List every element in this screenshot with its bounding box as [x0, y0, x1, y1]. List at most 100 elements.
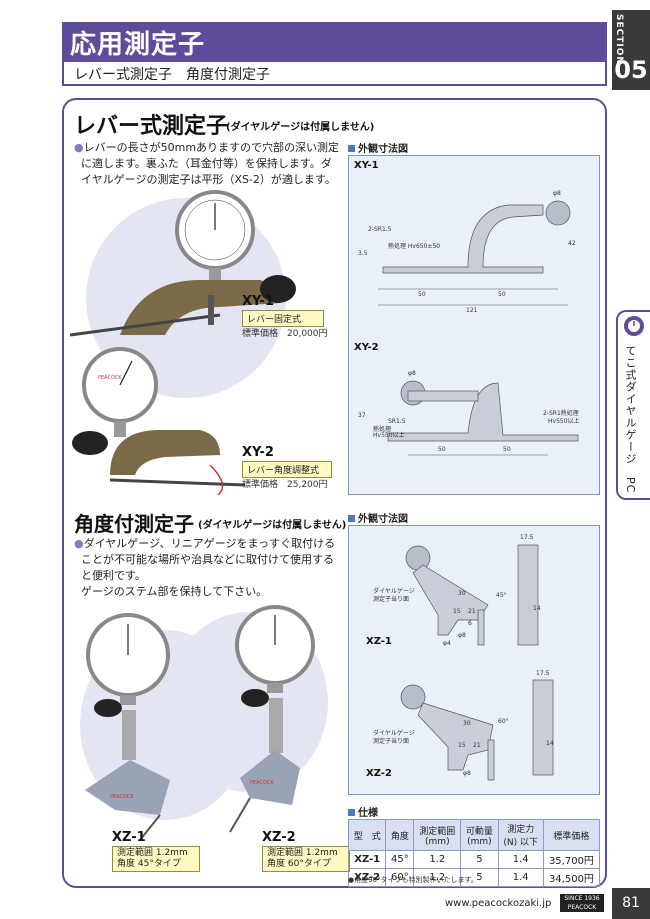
lever-technical-drawing: 50 50 121 42 3.5 φ8 2-SR1.5 熱処理 Hv650±50…	[358, 190, 580, 456]
angle-desc-line: ダイヤルゲージ、リニアゲージをまっすぐ取付ける	[83, 537, 336, 550]
model-name-xz1: XZ-1	[112, 830, 146, 845]
section-tab	[612, 10, 650, 90]
col-range: 測定範囲 (mm)	[413, 819, 462, 851]
col-angle: 角度	[385, 819, 415, 851]
cell: 1.2	[413, 850, 462, 869]
subtitle-bar	[62, 62, 607, 86]
dim-xy1-50a: 50	[418, 291, 426, 298]
spec-heading: 仕様	[348, 804, 378, 819]
page-title: 応用測定子	[70, 30, 206, 60]
price-xy2: 標準価格 25,200円	[242, 480, 328, 490]
note-xy2-hv: Hv550以上	[373, 431, 405, 439]
dim-xy1-d8: φ8	[553, 190, 561, 197]
dim-xz2-30: 30	[463, 720, 471, 727]
angle-description: ●ダイヤルゲージ、リニアゲージをまっすぐ取付ける ことが不可能な場所や治具などに…	[74, 536, 344, 600]
table-row: XZ-2 60° 1.2 5 1.4 34,500円	[347, 868, 601, 887]
note-xy2-heat: 熱処理	[373, 425, 391, 433]
dim-xz1-14: 14	[533, 605, 541, 612]
note-xy2-sr: SR1.5	[388, 418, 406, 425]
cell: 35,700円	[542, 850, 601, 869]
xz2-contact-label: 測定子当り面	[373, 737, 409, 745]
col-price: 標準価格	[542, 819, 601, 851]
angle-diagram-heading: 外観寸法図	[348, 510, 408, 525]
dim-xz1-15: 15	[453, 608, 461, 615]
cell: 1.4	[497, 850, 544, 869]
dim-xy2-50b: 50	[503, 446, 511, 453]
dim-xy1-121: 121	[466, 307, 478, 314]
lever-description: ●レバーの長さが50mmありますので穴部の深い測定 に適します。裏ふた（耳金付等…	[74, 140, 344, 188]
lever-product-photo: PEACOCK	[70, 190, 296, 495]
lever-heading: レバー式測定子	[74, 114, 229, 139]
dim-xz2-15: 15	[458, 742, 466, 749]
lever-desc-line: に適します。裏ふた（耳金付等）を保持します。ダ	[81, 157, 332, 170]
cell: 1.2	[413, 868, 462, 887]
angle-product-photo: PEACOCK PEACOCK	[85, 605, 315, 840]
dim-xy1-42: 42	[568, 240, 576, 247]
dim-xz2-60: 60°	[498, 718, 509, 725]
col-model: 型 式	[347, 819, 387, 851]
cell: XZ-2	[347, 868, 387, 887]
diagram-label-xz2: XZ-2	[366, 768, 392, 779]
xz2-gauge-label: ダイヤルゲージ	[373, 729, 415, 737]
diagram-label-xy2: XY-2	[354, 342, 379, 353]
xz1-contact-label: 測定子当り面	[373, 595, 409, 603]
diagram-label-xy1: XY-1	[354, 160, 379, 171]
dim-xy2-50a: 50	[438, 446, 446, 453]
note-xy1-sr: 2-SR1.5	[368, 226, 392, 233]
dim-xz1-175: 17.5	[520, 534, 534, 541]
dim-xz1-21: 21	[468, 608, 476, 615]
dim-xz1-d4: φ4	[443, 640, 451, 647]
side-tab-label: てこ式ダイヤルゲージ PC	[624, 345, 637, 494]
cell: 1.4	[497, 868, 544, 887]
dim-xy1-50b: 50	[498, 291, 506, 298]
note-xy2-hv2: Hv550以上	[548, 417, 580, 425]
brand-mark: PEACOCK	[110, 794, 134, 800]
price-xy1: 標準価格 20,000円	[242, 329, 328, 339]
note-xy1-heat: 熱処理 Hv650±50	[388, 242, 440, 250]
dim-xz2-d8: φ8	[463, 770, 471, 777]
section-number: 05	[614, 56, 648, 84]
model-name-xy1: XY-1	[242, 294, 274, 309]
angle-technical-drawing: ダイヤルゲージ 測定子当り面 45° 17.5 30 15 21 6 14 φ8…	[373, 534, 554, 781]
lever-diagram-heading: 外観寸法図	[348, 140, 408, 155]
angle-desc-line: ことが不可能な場所や治具などに取付けて使用する	[81, 553, 334, 566]
model-type-xy1: レバー固定式	[242, 310, 324, 327]
spec-note: ●角度90°タイプも特別製作いたします。	[348, 876, 478, 884]
cell: 60°	[385, 868, 415, 887]
model-type-xy2: レバー角度調整式	[242, 461, 332, 478]
model-name-xz2: XZ-2	[262, 830, 296, 845]
xz1-gauge-label: ダイヤルゲージ	[373, 587, 415, 595]
lever-heading-note: (ダイヤルゲージは付属しません)	[226, 122, 375, 133]
angle-heading-note: (ダイヤルゲージは付属しません)	[198, 520, 347, 531]
note-xy2-sr2: 2-SR1熱処理	[543, 409, 579, 417]
brand-mark: PEACOCK	[98, 375, 122, 381]
table-row: XZ-1 45° 1.2 5 1.4 35,700円	[347, 850, 601, 869]
cell: 34,500円	[542, 868, 601, 887]
dim-xz1-45: 45°	[496, 592, 507, 599]
side-tab[interactable]	[616, 310, 650, 500]
dim-xz1-d8: φ8	[458, 632, 466, 639]
col-travel: 可動量 (mm)	[460, 819, 499, 851]
angle-heading: 角度付測定子	[74, 512, 194, 536]
footer-url[interactable]: www.peacockozaki.jp	[445, 898, 552, 909]
dim-xz2-14: 14	[546, 740, 554, 747]
lever-desc-line: イヤルゲージの測定子は平形（XS-2）が適します。	[81, 173, 336, 186]
cell: 5	[460, 850, 499, 869]
dim-xy2-37: 37	[358, 412, 366, 419]
dim-xz2-175: 17.5	[536, 670, 550, 677]
section-label: SECTION	[614, 14, 624, 65]
diagram-label-xz1: XZ-1	[366, 636, 392, 647]
bullet-dot: ●	[74, 141, 84, 154]
col-force: 測定力 (N) 以下	[497, 819, 544, 851]
dial-gauge-icon	[624, 316, 644, 336]
bullet-dot: ●	[74, 537, 84, 550]
dim-xy2-d8: φ8	[408, 370, 416, 377]
cell: XZ-1	[347, 850, 387, 869]
cell: 5	[460, 868, 499, 887]
cell: 45°	[385, 850, 415, 869]
spec-table: 型 式 角度 測定範囲 (mm) 可動量 (mm) 測定力 (N) 以下 標準価…	[347, 819, 601, 887]
brand-mark: PEACOCK	[250, 780, 274, 786]
lever-desc-line: レバーの長さが50mmありますので穴部の深い測定	[83, 141, 340, 154]
